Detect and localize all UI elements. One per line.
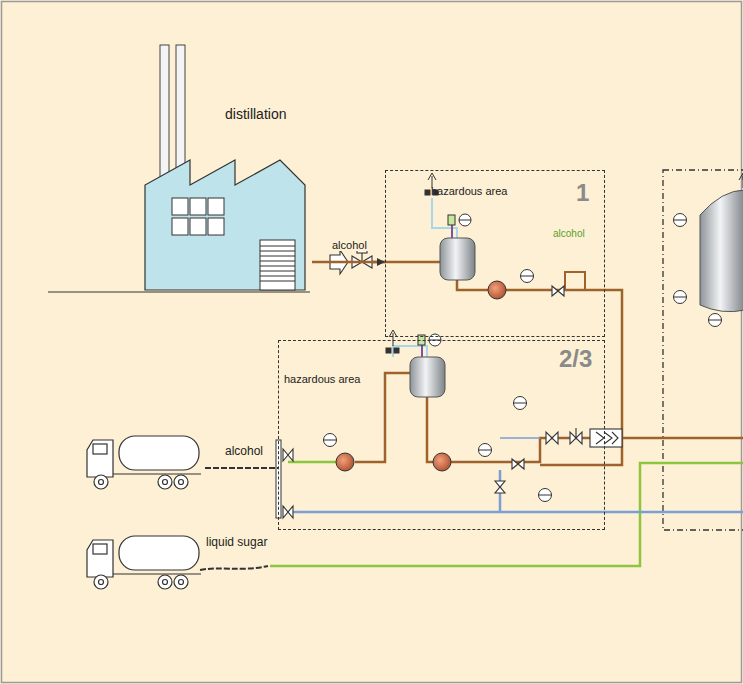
node-label: hazardous area bbox=[431, 185, 507, 197]
pipes bbox=[270, 198, 743, 566]
gauges bbox=[324, 214, 722, 502]
tanker-trucks bbox=[87, 436, 268, 589]
node-label: alcohol bbox=[225, 444, 263, 458]
tanker-truck: alcohol bbox=[85, 428, 205, 490]
medium-label: alcohol bbox=[553, 228, 585, 239]
level-instruments bbox=[418, 214, 471, 357]
vents bbox=[386, 173, 743, 353]
hazardous-area: hazardous area 2/3 bbox=[278, 340, 605, 530]
area-number: 2/3 bbox=[559, 345, 592, 373]
edge-label: alcohol bbox=[331, 239, 368, 251]
tanker-truck: liquid sugar bbox=[85, 528, 205, 590]
pumps bbox=[336, 281, 506, 471]
node-label: distillation bbox=[225, 106, 286, 122]
valves-gauges bbox=[283, 248, 622, 518]
tank-area bbox=[663, 170, 743, 530]
hazardous-area: hazardous area 1 bbox=[385, 170, 605, 337]
pipe-connector bbox=[205, 467, 278, 469]
area-number: 1 bbox=[576, 179, 589, 207]
tanks bbox=[410, 190, 743, 397]
distillation-plant: distillation bbox=[140, 40, 312, 292]
node-label: liquid sugar bbox=[206, 535, 267, 549]
pipe-connector bbox=[312, 261, 385, 264]
node-label: hazardous area bbox=[284, 373, 360, 385]
factory-illustration bbox=[48, 45, 310, 292]
